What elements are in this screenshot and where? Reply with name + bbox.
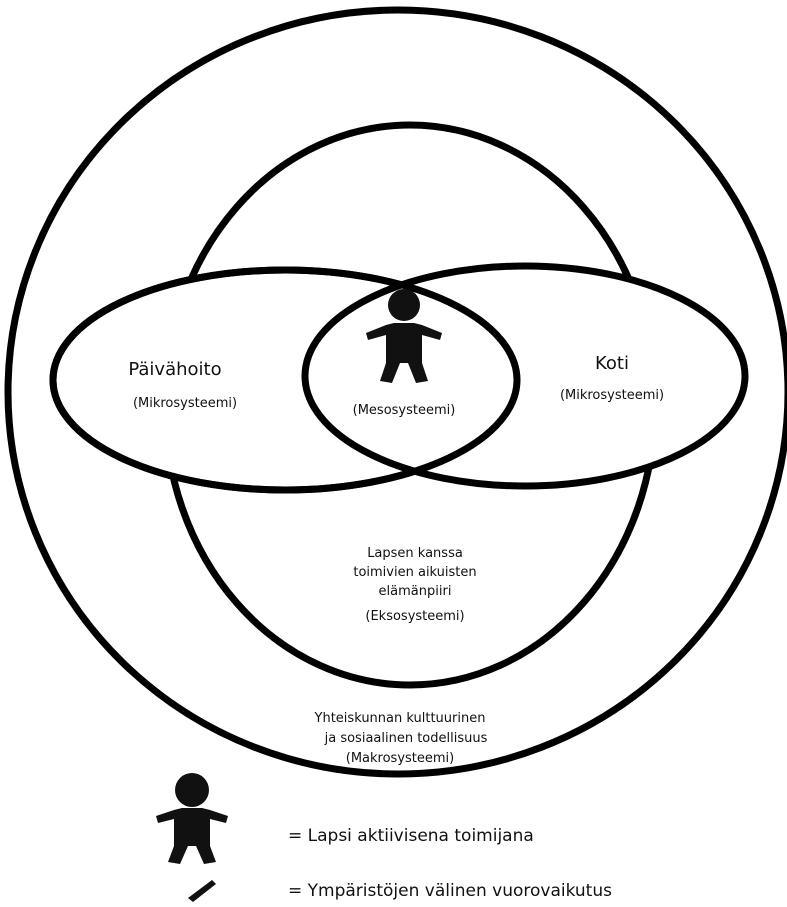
micro-left-subtitle: (Mikrosysteemi) — [133, 396, 237, 411]
macro-line-3: (Makrosysteemi) — [346, 751, 454, 766]
micro-right-subtitle: (Mikrosysteemi) — [560, 388, 664, 403]
child-figure-icon — [366, 289, 442, 383]
macro-line-1: Yhteiskunnan kulttuurinen — [314, 711, 486, 726]
microsystem-right-ellipse — [301, 262, 749, 490]
macro-line-2: ja sosiaalinen todellisuus — [324, 731, 488, 746]
microsystem-left-outline — [49, 266, 521, 494]
legend-interaction-label: = Ympäristöjen välinen vuorovaikutus — [288, 881, 612, 901]
meso-label: (Mesosysteemi) — [353, 403, 456, 418]
exo-line-4: (Eksosysteemi) — [365, 609, 464, 624]
micro-right-title: Koti — [595, 353, 629, 374]
legend-interaction-icon — [188, 880, 216, 902]
legend-child-icon — [156, 773, 228, 864]
legend-child-label: = Lapsi aktiivisena toimijana — [288, 826, 534, 846]
micro-left-title: Päivähoito — [128, 359, 221, 380]
macrosystem-ellipse — [4, 6, 787, 778]
exo-line-2: toimivien aikuisten — [353, 565, 476, 580]
exo-line-1: Lapsen kanssa — [367, 546, 463, 561]
exo-line-3: elämänpiiri — [379, 584, 452, 599]
